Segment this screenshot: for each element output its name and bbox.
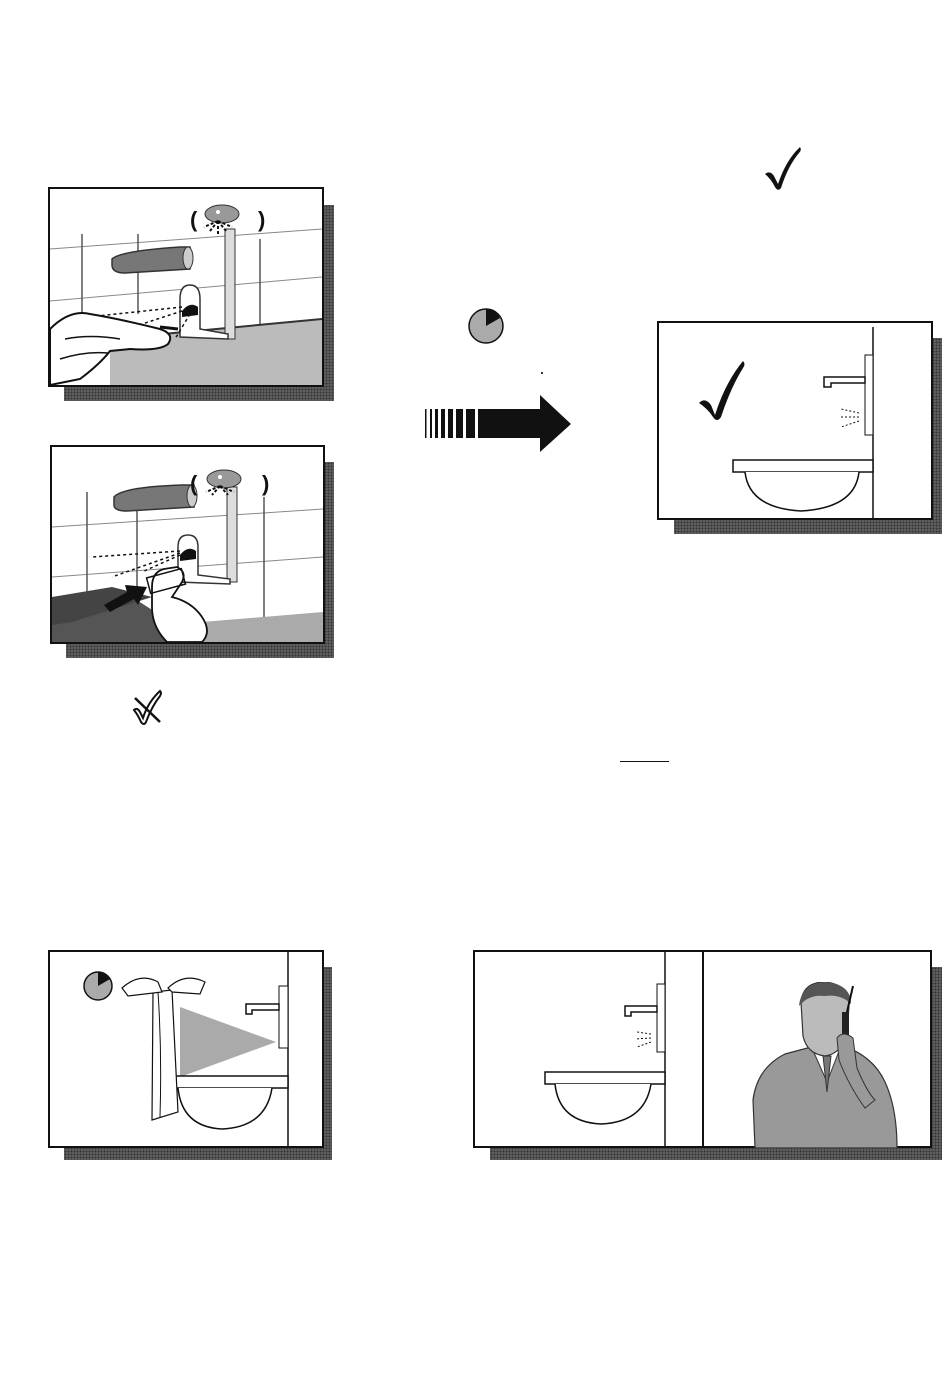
faucet-correct-result-panel: [657, 321, 933, 520]
checkmark-icon: [762, 144, 804, 192]
svg-text:(: (: [190, 207, 198, 232]
faucet-sensor-reflective-hand-icon: ( ): [52, 447, 323, 642]
svg-text:): ): [262, 471, 269, 496]
svg-text:(: (: [190, 471, 198, 496]
faucet-sensor-finger-icon: ( ): [50, 189, 322, 385]
faucet-towel-test-panel: [48, 950, 324, 1148]
svg-text:): ): [258, 207, 265, 232]
timer-clock-icon: [467, 307, 505, 345]
blank-rule: [620, 761, 669, 762]
striped-arrow-icon: [422, 395, 572, 453]
man-telephone-icon: [745, 982, 905, 1148]
faucet-hand-reflective-test-panel: ( ): [50, 445, 325, 644]
speck: [541, 372, 543, 374]
faucet-service-call-panel: [473, 950, 932, 1148]
crossed-checkmark-icon: [130, 688, 166, 728]
faucet-towel-clock-icon: [50, 952, 322, 1146]
faucet-wall-basin-check-icon: [659, 323, 931, 518]
faucet-finger-test-panel: ( ): [48, 187, 324, 387]
